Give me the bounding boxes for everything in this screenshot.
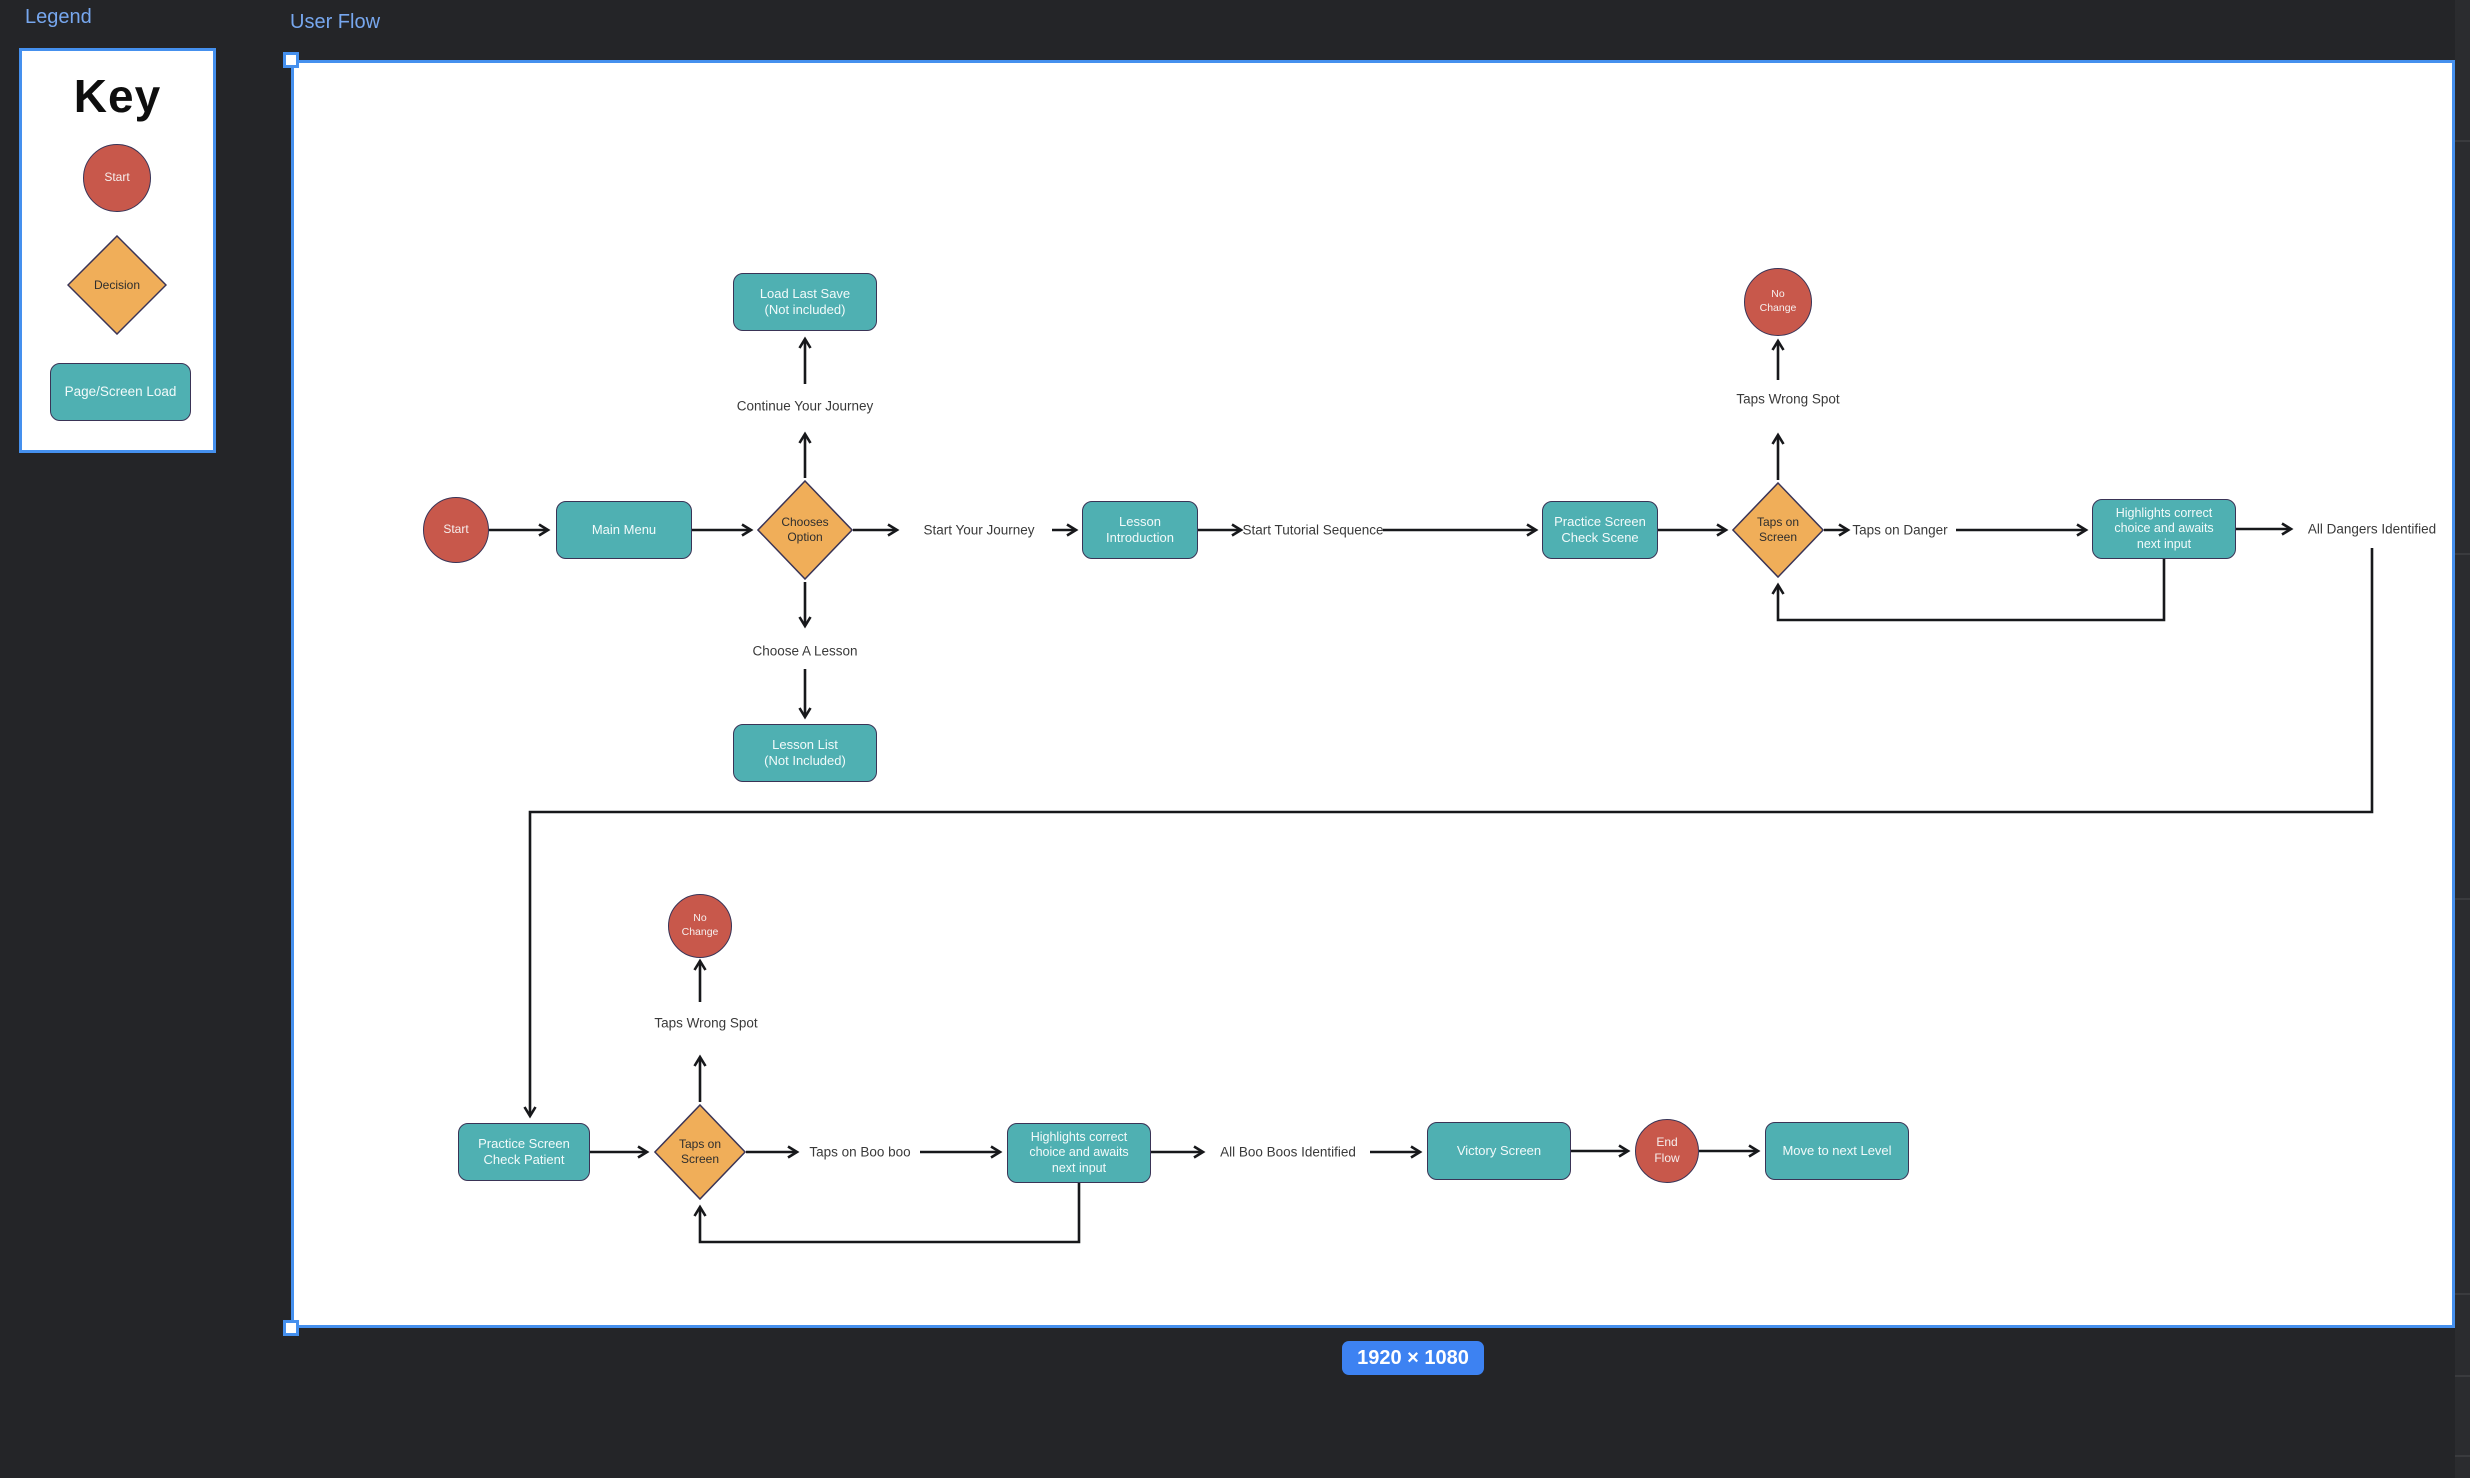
node-highlights-2[interactable]: Highlights correct choice and awaits nex…	[1007, 1123, 1151, 1183]
node-no-change-2[interactable]: No Change	[668, 894, 732, 958]
frame-size-badge: 1920 × 1080	[1342, 1341, 1484, 1375]
legend-frame[interactable]: Key Start Decision Page/Screen Load	[19, 48, 216, 453]
legend-decision-node[interactable]: Decision	[67, 235, 167, 335]
edge-label-taps-on-boo-boo[interactable]: Taps on Boo boo	[809, 1144, 911, 1160]
selection-handle-top-left[interactable]	[283, 52, 299, 68]
edge-label-taps-wrong-spot-1[interactable]: Taps Wrong Spot	[1736, 391, 1840, 407]
user-flow-frame-label[interactable]: User Flow	[290, 11, 381, 33]
node-victory-screen-label: Victory Screen	[1456, 1142, 1542, 1158]
node-lesson-introduction-label: Lesson Introduction	[1106, 513, 1174, 545]
edge-label-all-boo-boos-identified[interactable]: All Boo Boos Identified	[1220, 1144, 1356, 1160]
node-highlights-1[interactable]: Highlights correct choice and awaits nex…	[2092, 499, 2236, 559]
node-taps-on-screen-2-label: Taps on Screen	[678, 1137, 722, 1166]
edge-label-taps-on-danger[interactable]: Taps on Danger	[1852, 522, 1948, 538]
node-chooses-option[interactable]: Chooses Option	[757, 480, 853, 580]
node-lesson-list[interactable]: Lesson List (Not Included)	[733, 724, 877, 782]
node-end-flow[interactable]: End Flow	[1635, 1119, 1699, 1183]
node-practice-scene-label: Practice Screen Check Scene	[1554, 513, 1646, 545]
edge-label-start-your-journey[interactable]: Start Your Journey	[923, 522, 1035, 538]
panel-divider	[2455, 898, 2470, 900]
node-no-change-1-label: No Change	[1759, 288, 1797, 314]
node-main-menu[interactable]: Main Menu	[556, 501, 692, 559]
node-main-menu-label: Main Menu	[591, 521, 657, 537]
legend-decision-label: Decision	[93, 277, 141, 292]
legend-start-node[interactable]: Start	[83, 144, 151, 212]
panel-divider	[2455, 1293, 2470, 1295]
right-panel-sliver[interactable]	[2455, 0, 2470, 1478]
panel-divider	[2455, 1375, 2470, 1377]
node-practice-screen-check-scene[interactable]: Practice Screen Check Scene	[1542, 501, 1658, 559]
node-lesson-introduction[interactable]: Lesson Introduction	[1082, 501, 1198, 559]
legend-start-label: Start	[104, 170, 130, 185]
node-taps-on-screen-2[interactable]: Taps on Screen	[654, 1104, 746, 1200]
edge-label-continue-your-journey[interactable]: Continue Your Journey	[736, 398, 874, 414]
node-move-to-next-level[interactable]: Move to next Level	[1765, 1122, 1909, 1180]
edge-label-start-tutorial-sequence[interactable]: Start Tutorial Sequence	[1242, 522, 1384, 538]
legend-frame-label[interactable]: Legend	[25, 6, 92, 28]
diamond-shape-icon	[67, 235, 167, 335]
node-taps-on-screen-1[interactable]: Taps on Screen	[1732, 482, 1824, 578]
edge-label-taps-wrong-spot-2[interactable]: Taps Wrong Spot	[654, 1015, 758, 1031]
node-highlights-2-label: Highlights correct choice and awaits nex…	[1029, 1129, 1129, 1175]
edge-label-choose-a-lesson[interactable]: Choose A Lesson	[752, 643, 858, 659]
legend-title[interactable]: Key	[73, 70, 162, 122]
edge-label-all-dangers-identified[interactable]: All Dangers Identified	[2307, 521, 2437, 537]
node-no-change-2-label: No Change	[681, 912, 719, 938]
legend-page-load-label: Page/Screen Load	[64, 383, 177, 399]
node-victory-screen[interactable]: Victory Screen	[1427, 1122, 1571, 1180]
legend-page-load-node[interactable]: Page/Screen Load	[50, 363, 191, 421]
node-load-last-save-label: Load Last Save (Not included)	[759, 285, 851, 317]
node-practice-screen-check-patient[interactable]: Practice Screen Check Patient	[458, 1123, 590, 1181]
diamond-shape-icon	[757, 480, 853, 580]
selection-handle-bottom-left[interactable]	[283, 1320, 299, 1336]
node-lesson-list-label: Lesson List (Not Included)	[764, 736, 846, 768]
panel-divider	[2455, 140, 2470, 142]
node-move-to-next-level-label: Move to next Level	[1782, 1142, 1892, 1158]
panel-divider	[2455, 553, 2470, 555]
node-start-label: Start	[443, 522, 469, 537]
node-load-last-save[interactable]: Load Last Save (Not included)	[733, 273, 877, 331]
node-no-change-1[interactable]: No Change	[1744, 268, 1812, 336]
node-start[interactable]: Start	[423, 497, 489, 563]
node-chooses-option-label: Chooses Option	[781, 515, 829, 544]
diamond-shape-icon	[1732, 482, 1824, 578]
panel-divider	[2455, 1455, 2470, 1457]
node-practice-patient-label: Practice Screen Check Patient	[478, 1135, 570, 1167]
node-end-flow-label: End Flow	[1654, 1135, 1680, 1165]
diamond-shape-icon	[654, 1104, 746, 1200]
node-taps-on-screen-1-label: Taps on Screen	[1756, 515, 1800, 544]
user-flow-frame[interactable]	[291, 60, 2455, 1328]
node-highlights-1-label: Highlights correct choice and awaits nex…	[2114, 505, 2214, 551]
